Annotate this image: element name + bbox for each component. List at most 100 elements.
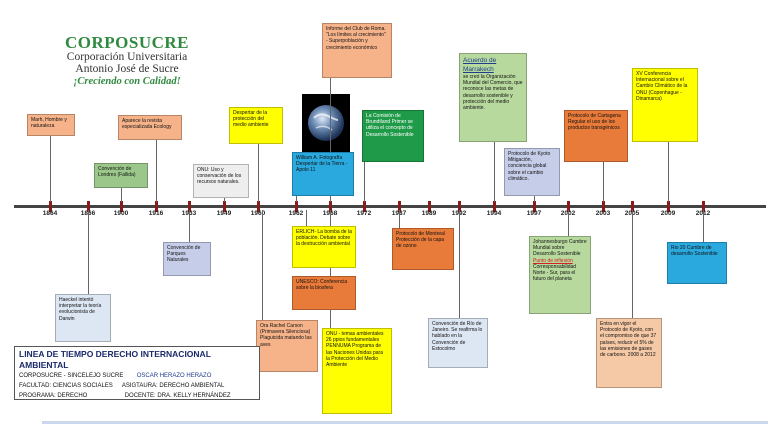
year-label: 1900 xyxy=(113,210,129,217)
info-panel: LINEA DE TIEMPO DERECHO INTERNACIONAL AM… xyxy=(14,346,260,400)
connector-line xyxy=(603,162,604,202)
connector-line xyxy=(632,210,633,318)
event-box-1994: Protocolo de Kyoto Mitigación, concienci… xyxy=(504,148,560,196)
year-label: 2003 xyxy=(595,210,611,217)
info-row: FACULTAD: CIENCIAS SOCIALES ASIGTAURA: D… xyxy=(19,381,255,391)
event-text: La Comisión de Brundtland Primer se util… xyxy=(366,113,414,138)
year-label: 1949 xyxy=(216,210,232,217)
timeline-tick xyxy=(87,201,90,212)
event-box-1864: Marh, Hombre y naturaleza xyxy=(27,114,75,136)
timeline-tick xyxy=(631,201,634,212)
logo-slogan: ¡Creciendo con Calidad! xyxy=(73,76,181,87)
connector-line xyxy=(668,142,669,202)
connector-line xyxy=(258,144,259,202)
event-box-1949: ONU: Uso y conservación de los recursos … xyxy=(193,164,249,198)
timeline-tick xyxy=(398,201,401,212)
year-label: 1989 xyxy=(421,210,437,217)
timeline-tick xyxy=(329,201,332,212)
event-text: Entra en vigor el Protocolo de Kyoto, co… xyxy=(600,321,657,359)
timeline-tick xyxy=(428,201,431,212)
event-text: William A. Fotografía Despertar de la Ti… xyxy=(296,155,348,174)
event-text: Informe del Club de Roma. "Los límites a… xyxy=(326,26,386,51)
timeline-tick xyxy=(120,201,123,212)
timeline-tick xyxy=(257,201,260,212)
event-text: Protocolo de Kyoto Mitigación, concienci… xyxy=(508,151,551,182)
event-title: Acuerdo de Marrakech xyxy=(463,57,497,73)
connector-line xyxy=(262,210,263,320)
event-text: UNESCO: Conferencia sobre la biosfera xyxy=(296,279,348,292)
connector-line xyxy=(534,196,535,202)
event-box-1962-erlich: ERLICH- La bomba de la población. Debate… xyxy=(292,226,356,268)
event-box-1972: La Comisión de Brundtland Primer se util… xyxy=(362,110,424,162)
connector-line xyxy=(364,162,365,202)
year-label: 1997 xyxy=(526,210,542,217)
event-box-2012: Rio 20 Cumbre de desarrollo Sostenible xyxy=(667,242,727,284)
info-row: CORPOSUCRE - SINCELEJO SUCRE OSCAR HERAZ… xyxy=(19,371,255,381)
event-box-1960-carson: Ora Rachel Carson (Primavera Silenciosa)… xyxy=(256,320,318,372)
year-label: 1972 xyxy=(356,210,372,217)
event-box-1987: Protocolo de Montreal Protección de la c… xyxy=(392,228,454,270)
year-label: 1994 xyxy=(486,210,502,217)
event-text: Protocolo de Cartagena Regular el uso de… xyxy=(568,113,621,132)
year-label: 1960 xyxy=(250,210,266,217)
event-text: XV Conferencia Internacional sobre el Ca… xyxy=(636,71,688,102)
event-text: Haeckel intentó interpretar la teoría ev… xyxy=(59,297,102,322)
timeline-tick xyxy=(667,201,670,212)
timeline-tick xyxy=(533,201,536,212)
connector-line xyxy=(330,210,331,328)
timeline-tick xyxy=(49,201,52,212)
connector-line xyxy=(224,198,225,202)
timeline-tick xyxy=(458,201,461,212)
event-highlight: Punto de inflexión xyxy=(533,257,573,264)
logo-title: CORPOSUCRE xyxy=(64,33,189,52)
timeline-axis xyxy=(14,205,766,208)
program-label: PROGRAMA: DERECHO xyxy=(19,393,88,399)
event-box-2003: XV Conferencia Internacional sobre el Ca… xyxy=(632,68,698,142)
year-label: 1916 xyxy=(148,210,164,217)
info-title: LINEA DE TIEMPO DERECHO INTERNACIONAL AM… xyxy=(19,349,211,370)
connector-line xyxy=(330,78,331,202)
connector-line xyxy=(50,136,51,202)
timeline-tick xyxy=(363,201,366,212)
event-text: Rio 20 Cumbre de desarrollo Sostenible xyxy=(671,245,718,258)
institution-label: CORPOSUCRE - SINCELEJO SUCRE xyxy=(19,373,124,379)
event-text: Convención de Parques Naturales xyxy=(167,245,201,264)
event-box-1916: Aparece la revista especializada Ecology xyxy=(118,115,182,140)
event-text: ERLICH- La bomba de la población. Debate… xyxy=(296,229,352,248)
corposucre-logo: CORPOSUCRE Corporación Universitaria Ant… xyxy=(62,34,192,88)
timeline-tick xyxy=(223,201,226,212)
timeline-tick xyxy=(602,201,605,212)
event-text: Aparece la revista especializada Ecology xyxy=(122,118,172,131)
connector-line xyxy=(703,210,704,242)
event-box-2005: Entra en vigor el Protocolo de Kyoto, co… xyxy=(596,318,662,388)
year-label: 2009 xyxy=(660,210,676,217)
event-text: ONU - temas ambientales 26 ppios fundame… xyxy=(326,331,384,369)
teacher-label: DOCENTE: DRA. KELLY HERNÁNDEZ xyxy=(124,393,231,399)
connector-line xyxy=(156,140,157,202)
connector-line xyxy=(494,142,495,202)
event-box-1997: Protocolo de Cartagena Regular el uso de… xyxy=(564,110,628,162)
event-text: Protocolo de Montreal Protección de la c… xyxy=(396,231,445,250)
logo-subtitle-2: Antonio José de Sucre xyxy=(75,63,179,75)
author-name: OSCAR HERAZO HERAZO xyxy=(136,373,212,379)
event-text: Convención de Río de Janeiro. Se reafirm… xyxy=(432,321,483,352)
connector-line xyxy=(306,210,307,226)
connector-line xyxy=(121,188,122,202)
connector-line xyxy=(189,210,190,242)
event-text: Ora Rachel Carson (Primavera Silenciosa)… xyxy=(260,323,312,348)
connector-line xyxy=(568,210,569,236)
year-label: 1864 xyxy=(42,210,58,217)
event-box-1968-onu: ONU - temas ambientales 26 ppios fundame… xyxy=(322,328,392,414)
info-row: PROGRAMA: DERECHO DOCENTE: DRA. KELLY HE… xyxy=(19,391,255,401)
earth-photo xyxy=(302,94,350,152)
event-text: Corresponsabilidad Norte - Sur, para el … xyxy=(533,263,577,283)
connector-line xyxy=(296,196,297,202)
connector-line xyxy=(459,210,460,318)
event-box-1900: Convención de Londres (Fallida) xyxy=(94,163,148,188)
timeline-tick xyxy=(295,201,298,212)
event-text: Johannesburgo Cumbre Mundial sobre Desar… xyxy=(533,239,587,258)
event-box-1968-club-roma: Informe del Club de Roma. "Los límites a… xyxy=(322,23,392,78)
timeline-tick xyxy=(702,201,705,212)
event-box-1992: Acuerdo de Marrakech se creó la Organiza… xyxy=(459,53,527,142)
event-text: Marh, Hombre y naturaleza xyxy=(31,117,67,130)
